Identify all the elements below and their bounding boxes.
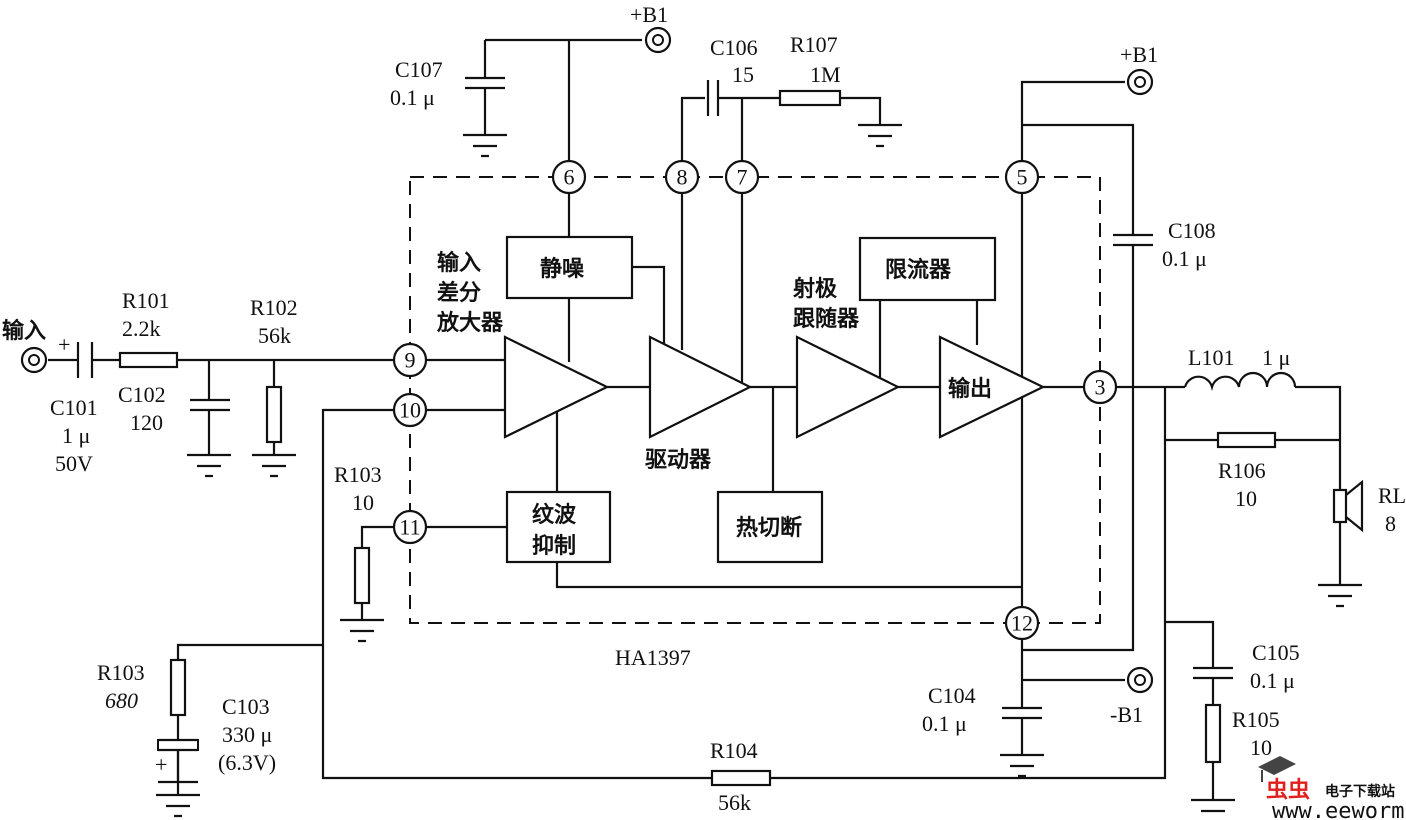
- resistors: [118, 89, 1277, 787]
- thermal-shutdown-block: [716, 490, 824, 564]
- c104-name: C104: [928, 683, 976, 708]
- terminals: [20, 26, 1154, 694]
- c104-value: 0.1 μ: [922, 711, 967, 736]
- c106-name: C106: [710, 35, 758, 60]
- component-labels: C101 1 μ 50V R101 2.2k C102 120 R102 56k…: [50, 32, 1406, 815]
- rl-value: 8: [1385, 511, 1396, 536]
- pin-9: 9: [405, 348, 416, 373]
- ripple-label-2: 抑制: [532, 534, 576, 559]
- watermark-brand: 电子下载站: [1325, 783, 1395, 800]
- r103-10-name: R103: [334, 462, 382, 487]
- driver-triangle: [648, 335, 753, 439]
- c101-name: C101: [50, 395, 98, 420]
- pin-12: 12: [1011, 611, 1033, 636]
- c103-name: C103: [222, 694, 270, 719]
- wires: [48, 38, 1342, 800]
- r104-name: R104: [710, 738, 758, 763]
- plus-mark: +: [58, 332, 70, 357]
- r104-value: 56k: [718, 790, 751, 815]
- diff-amp-triangle: [503, 335, 610, 439]
- vplus-right-label: +B1: [1120, 42, 1158, 67]
- ripple-label-1: 纹波: [532, 502, 577, 528]
- r102-name: R102: [250, 295, 298, 320]
- r105-name: R105: [1232, 707, 1280, 732]
- r107-name: R107: [790, 32, 838, 57]
- c107-name: C107: [395, 57, 443, 82]
- vminus-label: -B1: [1110, 702, 1143, 727]
- mute-label: 静噪: [540, 256, 585, 282]
- r103-680-name: R103: [97, 660, 145, 685]
- diff-amp-label-2: 差分: [437, 280, 481, 306]
- c101-value: 1 μ: [62, 423, 90, 448]
- ic-label: HA1397: [615, 645, 691, 670]
- watermark-logo: 虫虫 电子下载站 www.eeworm.com: [1258, 756, 1406, 820]
- pin-5: 5: [1017, 165, 1028, 190]
- c102-value: 120: [130, 410, 163, 435]
- watermark-url: www.eeworm.com: [1272, 799, 1406, 820]
- c102-name: C102: [118, 382, 166, 407]
- c106-value: 15: [732, 62, 754, 87]
- c108-value: 0.1 μ: [1162, 246, 1207, 271]
- r101-name: R101: [122, 288, 170, 313]
- r103-680-value: 680: [105, 688, 138, 713]
- inductor-coil: [1183, 371, 1297, 392]
- diff-amp-label-3: 放大器: [436, 310, 504, 336]
- pin-11: 11: [399, 515, 420, 540]
- r106-value: 10: [1235, 486, 1257, 511]
- c103-value: 330 μ: [222, 722, 272, 747]
- pin-7: 7: [737, 165, 748, 190]
- c108-name: C108: [1168, 218, 1216, 243]
- speaker-icon: [1332, 479, 1364, 533]
- pin-3: 3: [1095, 375, 1106, 400]
- c107-value: 0.1 μ: [390, 85, 435, 110]
- pin-8: 8: [677, 165, 688, 190]
- l101-name: L101: [1188, 345, 1234, 370]
- thermal-label: 热切断: [736, 515, 802, 541]
- r106-name: R106: [1218, 458, 1266, 483]
- emitter-label-1: 射极: [792, 276, 838, 302]
- output-triangle: [938, 335, 1046, 439]
- c105-name: C105: [1252, 640, 1300, 665]
- emitter-label-2: 跟随器: [793, 306, 860, 332]
- ic-pins: 6 8 7 5 9 10 11 3 12: [392, 159, 1118, 641]
- svg-text:虫虫: 虫虫: [1266, 777, 1310, 803]
- input-label: 输入: [2, 318, 46, 344]
- current-limiter-block: [858, 236, 997, 302]
- driver-label: 驱动器: [645, 448, 712, 473]
- r105-value: 10: [1250, 735, 1272, 760]
- ground-symbols: [156, 123, 1362, 818]
- rl-name: RL: [1378, 483, 1406, 508]
- c101-voltage: 50V: [55, 451, 93, 476]
- r107-value: 1M: [810, 62, 841, 87]
- current-limiter-label: 限流器: [885, 257, 952, 283]
- r101-value: 2.2k: [122, 316, 161, 341]
- output-label: 输出: [948, 376, 992, 402]
- capacitor-plates: [76, 76, 1233, 784]
- r102-value: 56k: [258, 323, 291, 348]
- plus-mark: +: [155, 752, 167, 777]
- diff-amp-label-1: 输入: [437, 250, 481, 276]
- pin-10: 10: [399, 398, 421, 423]
- mute-block: [505, 235, 634, 300]
- ripple-rejection-block: [505, 490, 612, 564]
- vplus-top-label: +B1: [630, 2, 668, 27]
- pin-6: 6: [564, 165, 575, 190]
- l101-value: 1 μ: [1262, 345, 1290, 370]
- c105-value: 0.1 μ: [1250, 668, 1295, 693]
- c103-voltage: (6.3V): [218, 750, 276, 775]
- emitter-follower-triangle: [795, 335, 901, 439]
- r103-10-value: 10: [352, 490, 374, 515]
